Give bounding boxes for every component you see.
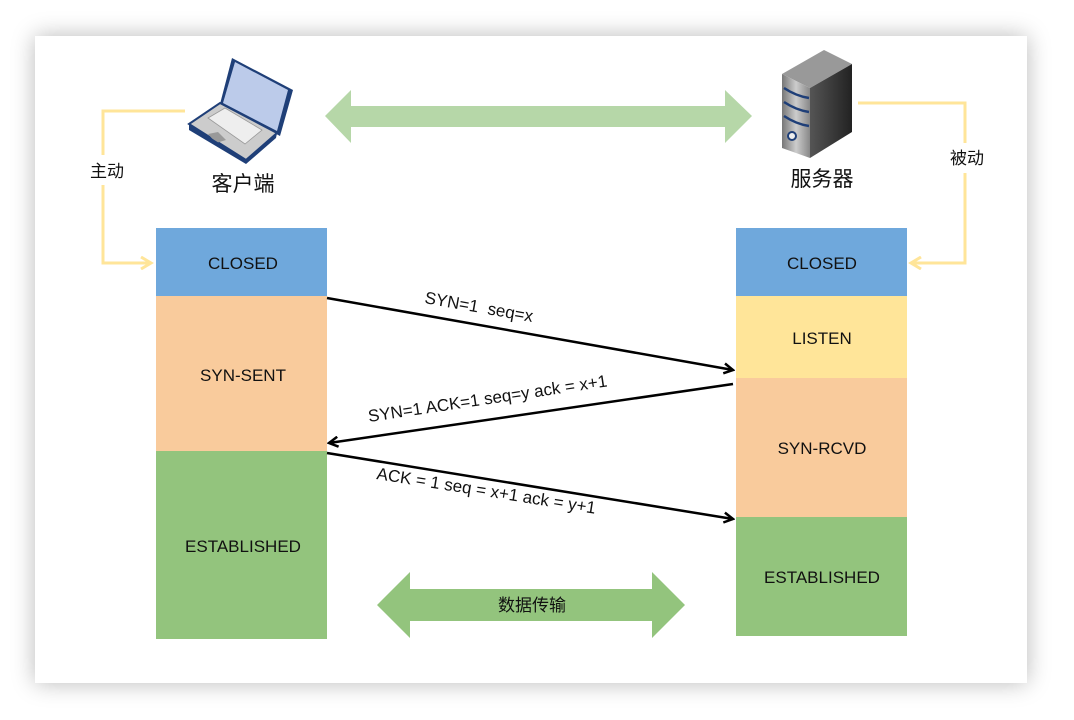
server-state-column: CLOSED LISTEN SYN-RCVD ESTABLISHED xyxy=(736,228,907,636)
server-state-syn-rcvd-label: SYN-RCVD xyxy=(778,439,867,458)
syn-label: SYN=1 seq=x xyxy=(423,288,535,326)
server-state-listen xyxy=(736,296,907,378)
server-state-established xyxy=(736,517,907,636)
syn-ack-arrow xyxy=(329,382,734,443)
data-transfer-label: 数据传输 xyxy=(498,596,566,615)
client-label: 客户端 xyxy=(212,173,275,196)
server-icon xyxy=(782,50,852,158)
server-role-line xyxy=(858,101,967,263)
client-state-closed xyxy=(156,228,327,296)
client-state-syn-sent-label: SYN-SENT xyxy=(200,366,286,385)
server-state-closed xyxy=(736,228,907,296)
client-role-line xyxy=(101,109,185,263)
client-role-label: 主动 xyxy=(90,162,124,181)
client-state-established xyxy=(156,451,327,639)
ack-arrow xyxy=(326,451,733,519)
client-state-column: CLOSED SYN-SENT ESTABLISHED xyxy=(156,228,327,639)
data-transfer-double-arrow xyxy=(377,572,685,638)
server-label: 服务器 xyxy=(791,168,854,191)
client-state-closed-label: CLOSED xyxy=(208,254,278,273)
syn-ack-label: SYN=1 ACK=1 seq=y ack = x+1 xyxy=(367,371,609,425)
server-state-syn-rcvd xyxy=(736,378,907,517)
connection-double-arrow xyxy=(325,90,752,143)
client-state-syn-sent xyxy=(156,296,327,451)
laptop-icon xyxy=(187,58,293,164)
syn-arrow xyxy=(326,296,733,370)
client-state-established-label: ESTABLISHED xyxy=(185,537,301,556)
server-state-closed-label: CLOSED xyxy=(787,254,857,273)
server-state-listen-label: LISTEN xyxy=(792,329,852,348)
server-role-label: 被动 xyxy=(950,149,984,168)
server-state-established-label: ESTABLISHED xyxy=(764,568,880,587)
